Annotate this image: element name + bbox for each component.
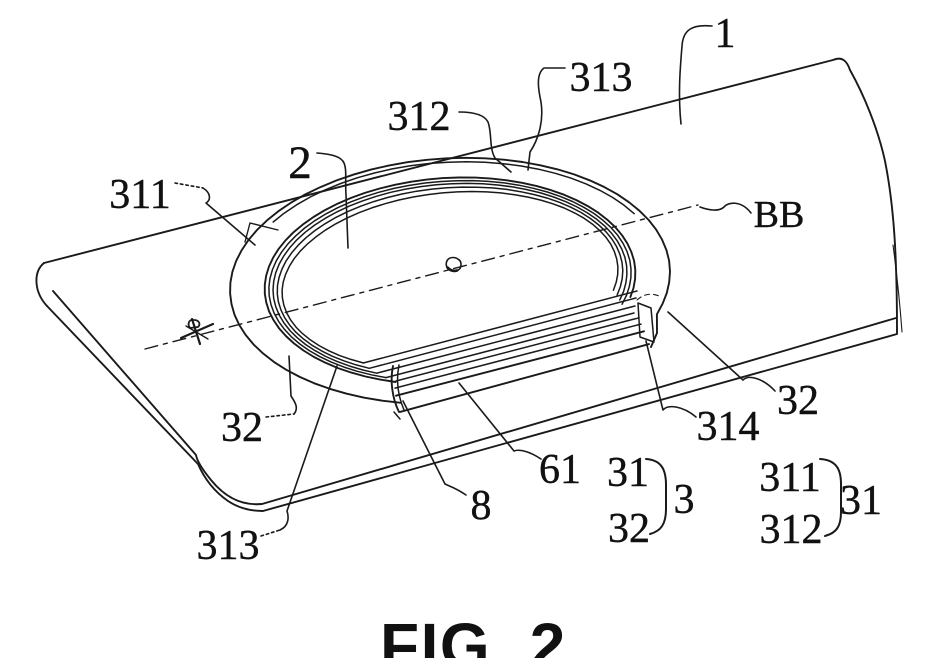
svg-text:32: 32	[608, 506, 650, 552]
svg-text:32: 32	[777, 378, 819, 424]
svg-text:31: 31	[840, 478, 882, 524]
svg-text:32: 32	[221, 405, 263, 451]
svg-text:BB: BB	[754, 194, 805, 236]
svg-text:61: 61	[539, 447, 581, 493]
svg-text:313: 313	[197, 523, 260, 569]
svg-text:2: 2	[288, 137, 312, 189]
svg-text:312: 312	[388, 94, 451, 140]
svg-text:313: 313	[570, 55, 633, 101]
svg-text:31: 31	[607, 450, 649, 496]
svg-text:314: 314	[697, 404, 760, 450]
svg-text:312: 312	[760, 507, 823, 553]
svg-text:8: 8	[471, 483, 492, 529]
svg-text:311: 311	[759, 455, 820, 501]
svg-text:1: 1	[715, 11, 736, 57]
svg-text:311: 311	[109, 172, 170, 218]
svg-text:FIG. 2: FIG. 2	[380, 610, 567, 658]
svg-text:3: 3	[674, 477, 695, 523]
